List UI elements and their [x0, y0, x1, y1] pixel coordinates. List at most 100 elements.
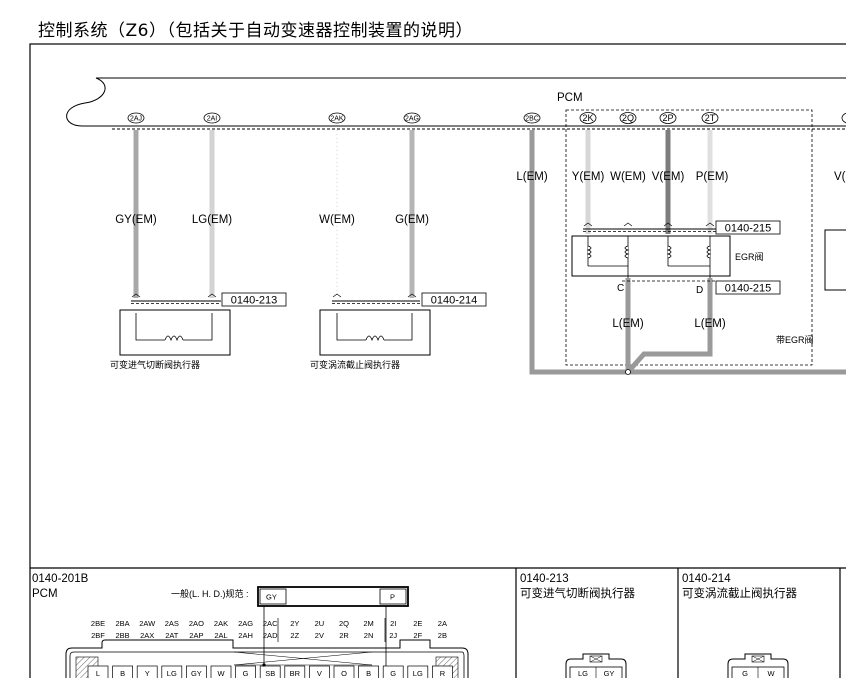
pcm-pin-color: G: [243, 669, 249, 678]
wire-label-gy: GY(EM): [115, 214, 157, 226]
pcm-pin-cavity: [112, 665, 133, 678]
pcm-pin-label: 2Z: [290, 631, 299, 640]
wire-label-g: G(EM): [395, 214, 429, 226]
coil-icon: [365, 335, 385, 342]
pin-2k: 2K: [579, 112, 597, 124]
intake-connector-body: [565, 653, 627, 678]
wire-label-v: V(EM): [652, 171, 685, 183]
intake-conn-name: 可变进气切断阀执行器: [520, 586, 635, 600]
swirl-valve-ref: 0140-214: [431, 295, 478, 307]
swirl-conn-name: 可变涡流截止阀执行器: [682, 586, 797, 600]
egr-wire-c: L(EM): [612, 318, 643, 330]
svg-text:2AI: 2AI: [207, 116, 218, 123]
wire-label-l: L(EM): [516, 171, 547, 183]
egr-wire-d: L(EM): [694, 318, 725, 330]
pcm-pin-label: 2B: [438, 631, 447, 640]
intake-valve-ref: 0140-213: [231, 295, 278, 307]
pin-2ak: 2AK: [328, 112, 346, 124]
pcm-pin-cavity: [161, 665, 183, 678]
pcm-pin-cavity: [186, 665, 207, 678]
egr-valve-name: EGR阀: [735, 252, 764, 262]
pcm-pin-label: 2AX: [140, 631, 154, 640]
swirl-connector-body: [727, 653, 789, 678]
wire-label-lg: LG(EM): [192, 214, 232, 226]
pcm-pin-label: 2AO: [189, 619, 204, 628]
pin-2p: 2P: [659, 112, 677, 124]
pcm-pin-cavity: [87, 665, 109, 678]
pcm-pin-label: 2BE: [91, 619, 105, 628]
pcm-pin-color: BR: [290, 669, 301, 678]
swirl-valve-actuator: 0140-214 可变涡流截止阀执行器: [310, 292, 487, 370]
svg-text:2Q: 2Q: [622, 113, 634, 123]
pcm-pin-color: LG: [413, 669, 423, 678]
wire-label-w2: W(EM): [610, 171, 646, 183]
pin-2aj: 2AJ: [127, 112, 145, 124]
pcm-pin-color: G: [390, 669, 396, 678]
pcm-pin-color: B: [120, 669, 125, 678]
pcm-pin-label: 2AH: [238, 631, 253, 640]
pcm-pin-cavity: [235, 665, 256, 678]
pcm-pin-color: L: [96, 669, 100, 678]
egr-ref-top: 0140-215: [725, 223, 772, 235]
pcm-pin-color: V: [317, 669, 322, 678]
pcm-pin-label: 2AS: [165, 619, 179, 628]
pcm-legend-box: [257, 586, 409, 607]
pcm-pin-label: 2AC: [263, 619, 278, 628]
svg-text:2BC: 2BC: [525, 116, 539, 123]
pcm-pin-label: 2AL: [214, 631, 227, 640]
pcm-pin-cavity: [407, 665, 429, 678]
egr-pin-c: C: [617, 283, 624, 294]
pcm-pin-cavity: [210, 665, 232, 678]
svg-text:2K: 2K: [582, 113, 593, 123]
pcm-pin-label: 2J: [389, 631, 397, 640]
pcm-pin-cavity: [333, 665, 355, 678]
pin-2t: 2T: [701, 112, 719, 124]
coil-icon: [164, 335, 184, 342]
intake-conn-pin-1: LG: [578, 669, 588, 678]
pcm-pin-color: B: [366, 669, 371, 678]
pcm-conn-name: PCM: [32, 588, 58, 600]
pcm-pin-label: 2AT: [165, 631, 179, 640]
pcm-bar: PCM: [66, 77, 846, 366]
svg-text:2P: 2P: [662, 113, 673, 123]
svg-text:2T: 2T: [705, 113, 716, 123]
pcm-pin-label: 2I: [390, 619, 396, 628]
pcm-label: PCM: [557, 92, 583, 104]
pcm-pin-label: 2AP: [189, 631, 203, 640]
pcm-spec-label: 一般(L. H. D.)规范 :: [171, 588, 249, 599]
pcm-pin-label: 2AG: [238, 619, 253, 628]
coil-icon: [706, 245, 712, 259]
pcm-pin-color: SB: [265, 669, 275, 678]
intake-conn-pin-2: GY: [604, 669, 615, 678]
pcm-legend-left: GY: [266, 593, 277, 602]
egr-ref-bottom: 0140-215: [725, 283, 772, 295]
swirl-conn-ref: 0140-214: [682, 573, 731, 585]
pcm-pin-label: 2R: [339, 631, 349, 640]
wire-label-w: W(EM): [319, 214, 355, 226]
swirl-connector-panel: 0140-214 可变涡流截止阀执行器 G W: [682, 573, 797, 678]
coil-icon: [624, 245, 630, 259]
pcm-inner-box: [565, 109, 813, 366]
pcm-pin-label: 2F: [413, 631, 422, 640]
pcm-pin-cavity: [136, 665, 158, 678]
pcm-connector-body: [65, 639, 469, 678]
pin-2bc: 2BC: [523, 112, 541, 124]
pcm-pin-label: 2U: [315, 619, 325, 628]
intake-valve-ref-box: [221, 292, 287, 307]
page-title: 控制系统（Z6）（包括关于自动变速器控制装置的说明）: [38, 21, 473, 41]
swirl-conn-pin-2: W: [767, 669, 775, 678]
pcm-pin-label: 2E: [413, 619, 422, 628]
pin-2q: 2Q: [619, 112, 637, 124]
pin-partial: [841, 112, 846, 124]
coil-icon: [586, 245, 592, 259]
pcm-pin-cavity: [309, 665, 330, 678]
pcm-pin-label: 2AW: [139, 619, 156, 628]
pcm-conn-ref: 0140-201B: [32, 573, 89, 585]
pcm-pin-color: O: [341, 669, 347, 678]
intake-conn-ref: 0140-213: [520, 573, 569, 585]
pcm-pin-color: W: [217, 669, 225, 678]
egr-valve: 0140-215 EGR阀 C D 0140-215 L(EM) L(EM) 带…: [571, 220, 814, 345]
